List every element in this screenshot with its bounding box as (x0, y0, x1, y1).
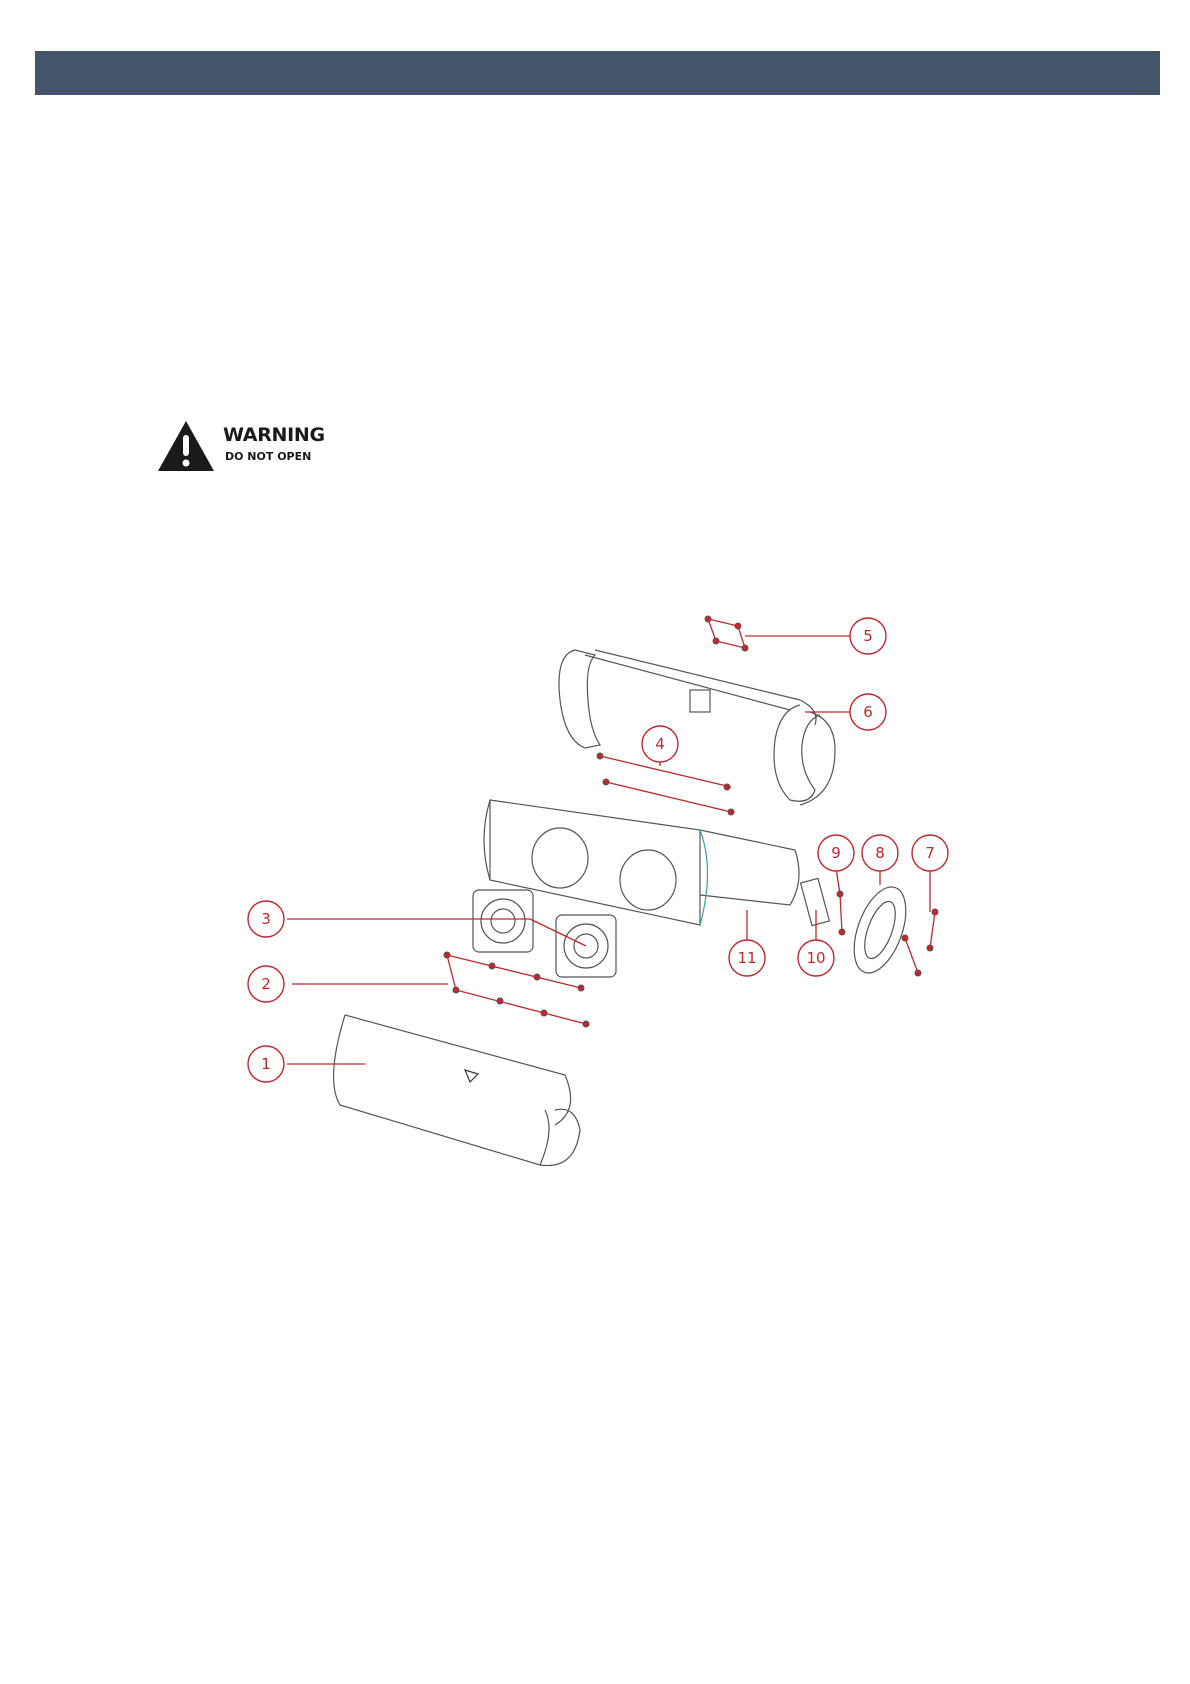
callout-3-label: 3 (261, 910, 271, 928)
top-frame-part (559, 650, 835, 805)
callout-5-label: 5 (863, 627, 873, 645)
cover-sheet-part (334, 1015, 580, 1166)
callout-4-label: 4 (655, 735, 665, 753)
callout-2-label: 2 (261, 975, 271, 993)
callout-6-label: 6 (863, 703, 873, 721)
callout-11-label: 11 (737, 949, 756, 967)
callout-1-label: 1 (261, 1055, 271, 1073)
screws (444, 616, 938, 1027)
callout-9-label: 9 (831, 844, 841, 862)
callouts (248, 618, 948, 1082)
callout-7-label: 7 (925, 844, 935, 862)
callout-10-label: 10 (806, 949, 825, 967)
main-body-part (484, 800, 799, 925)
callout-8-label: 8 (875, 844, 885, 862)
